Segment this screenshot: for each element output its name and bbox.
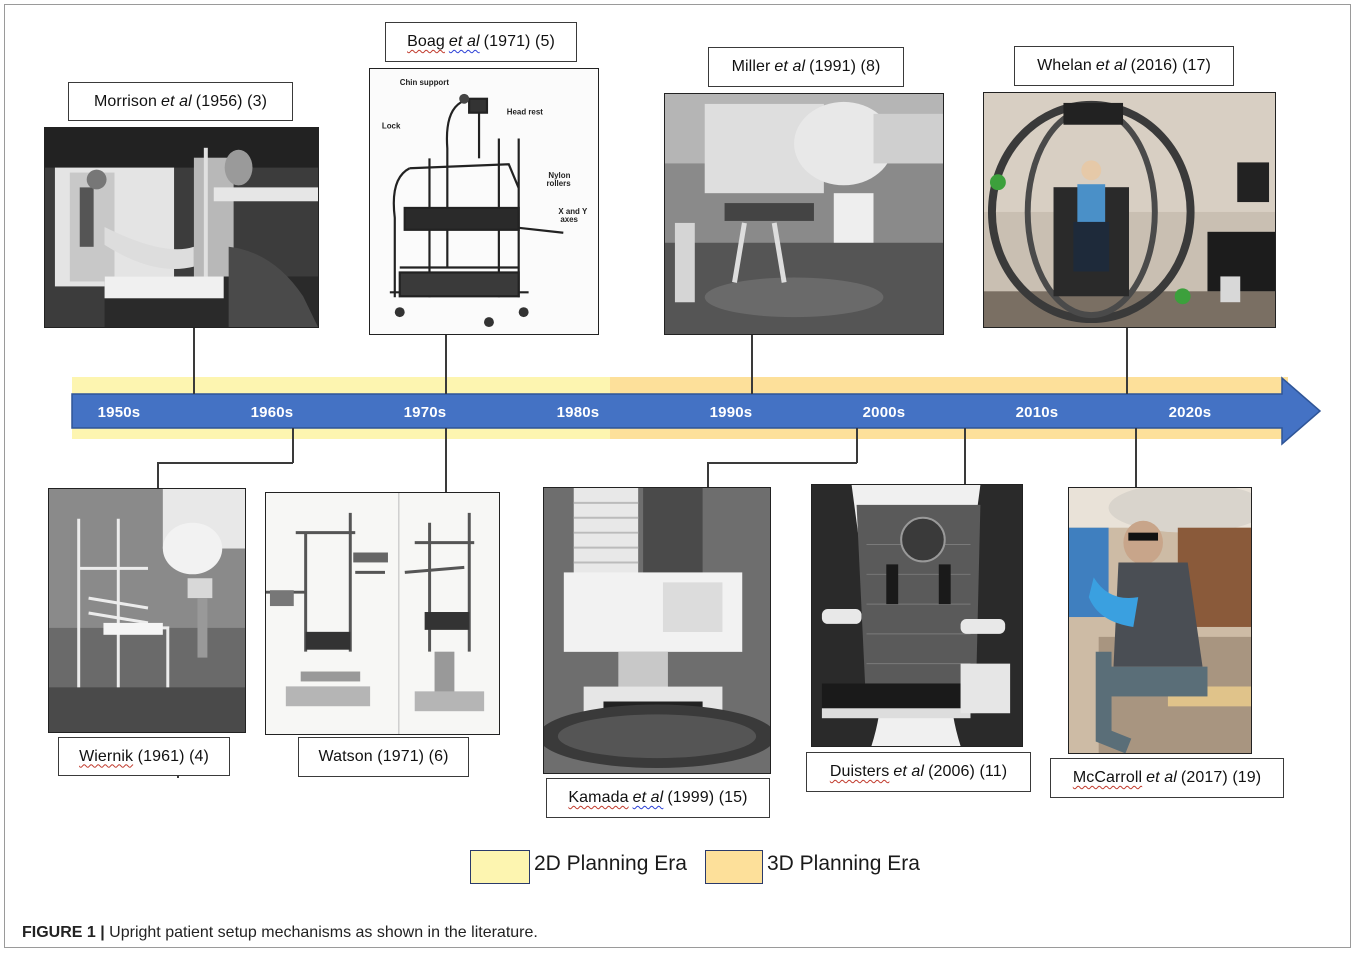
- label-miller-etal: et al: [774, 58, 806, 75]
- legend-label-2d: 2D Planning Era: [534, 852, 687, 875]
- connector-kamada-v1: [856, 428, 858, 463]
- photo-morrison-device: [44, 127, 319, 328]
- label-watson-year: (1971) (6): [377, 748, 449, 765]
- connector-morrison: [193, 327, 195, 394]
- photo-wiernik-device: [48, 488, 246, 733]
- label-watson-author: Watson: [318, 748, 373, 765]
- label-wiernik-year: (1961) (4): [137, 747, 209, 765]
- connector-whelan: [1126, 328, 1128, 394]
- figure-caption-text: Upright patient setup mechanisms as show…: [109, 924, 538, 941]
- label-kamada-etal: et al: [632, 789, 664, 806]
- label-boag: Boag et al (1971) (5): [385, 22, 577, 62]
- boag-label-nylon-1: Nylon: [548, 171, 570, 180]
- decade-1950s: 1950s: [97, 404, 141, 421]
- label-whelan-etal: et al: [1095, 57, 1127, 74]
- label-whelan-year: (2016) (17): [1130, 57, 1211, 74]
- photo-kamada-device: [543, 487, 771, 774]
- label-kamada-year: (1999) (15): [667, 789, 748, 806]
- label-boag-year: (1971) (5): [483, 33, 555, 50]
- label-miller: Miller et al (1991) (8): [708, 47, 904, 87]
- photo-whelan-device: [983, 92, 1276, 328]
- legend-swatch-3d: [705, 850, 763, 884]
- decade-1970s: 1970s: [403, 404, 447, 421]
- label-miller-author: Miller: [731, 58, 771, 75]
- connector-miller: [751, 335, 753, 394]
- label-duisters-etal: et al: [893, 763, 925, 780]
- figure-caption: FIGURE 1 | Upright patient setup mechani…: [22, 924, 538, 942]
- decade-1960s: 1960s: [250, 404, 294, 421]
- label-mccarroll-etal: et al: [1146, 769, 1177, 786]
- label-mccarroll: McCarroll et al (2017) (19): [1050, 758, 1284, 798]
- photo-duisters-device: [811, 484, 1023, 747]
- figure-frame: [4, 4, 1351, 948]
- photo-watson-device: [265, 492, 500, 735]
- decade-1990s: 1990s: [709, 404, 753, 421]
- label-mccarroll-year: (2017) (19): [1180, 769, 1262, 786]
- label-duisters: Duisters et al (2006) (11): [806, 752, 1031, 792]
- label-kamada: Kamada et al (1999) (15): [546, 778, 770, 818]
- label-duisters-author: Duisters: [829, 763, 890, 780]
- photo-miller-device: [664, 93, 944, 335]
- label-whelan-author: Whelan: [1037, 57, 1092, 74]
- label-duisters-year: (2006) (11): [928, 763, 1008, 780]
- label-miller-year: (1991) (8): [809, 58, 881, 75]
- decade-2000s: 2000s: [862, 404, 906, 421]
- decade-2010s: 2010s: [1015, 404, 1059, 421]
- connector-duisters: [964, 428, 966, 485]
- timeline-arrow: [71, 376, 1322, 446]
- boag-label-lock: Lock: [382, 122, 401, 131]
- connector-wiernik-v1: [292, 428, 294, 463]
- label-whelan: Whelan et al (2016) (17): [1014, 46, 1234, 86]
- legend-swatch-2d: [470, 850, 530, 884]
- photo-mccarroll-device: [1068, 487, 1252, 754]
- label-kamada-author: Kamada: [568, 789, 629, 806]
- connector-mccarroll: [1135, 428, 1137, 487]
- boag-label-head-rest: Head rest: [507, 108, 543, 117]
- photo-boag-diagram: Chin support Head rest Lock Nylon roller…: [369, 68, 599, 335]
- label-boag-etal: et al: [448, 33, 480, 50]
- label-morrison: Morrison et al (1956) (3): [68, 82, 293, 121]
- label-morrison-etal: et al: [161, 92, 192, 110]
- connector-watson: [445, 428, 447, 493]
- connector-boag: [445, 335, 447, 394]
- label-morrison-year: (1956) (3): [195, 92, 268, 110]
- connector-wiernik-v2: [157, 462, 159, 488]
- connector-kamada-v2: [707, 462, 709, 488]
- boag-label-xy-2: axes: [560, 215, 578, 224]
- label-wiernik-author: Wiernik: [79, 747, 134, 765]
- boag-label-xy-1: X and Y: [558, 207, 588, 216]
- boag-label-nylon-2: rollers: [546, 179, 571, 188]
- legend-label-3d: 3D Planning Era: [767, 852, 920, 875]
- label-watson: Watson (1971) (6): [298, 737, 469, 777]
- connector-wiernik-h: [157, 462, 293, 464]
- connector-kamada-h: [707, 462, 857, 464]
- label-wiernik: Wiernik (1961) (4): [58, 737, 230, 776]
- decade-2020s: 2020s: [1168, 404, 1212, 421]
- label-boag-author: Boag: [407, 33, 445, 50]
- boag-label-chin-support: Chin support: [400, 78, 450, 87]
- decade-1980s: 1980s: [556, 404, 600, 421]
- figure-caption-label: FIGURE 1 |: [22, 924, 105, 941]
- label-mccarroll-author: McCarroll: [1072, 769, 1143, 786]
- label-morrison-author: Morrison: [93, 92, 158, 110]
